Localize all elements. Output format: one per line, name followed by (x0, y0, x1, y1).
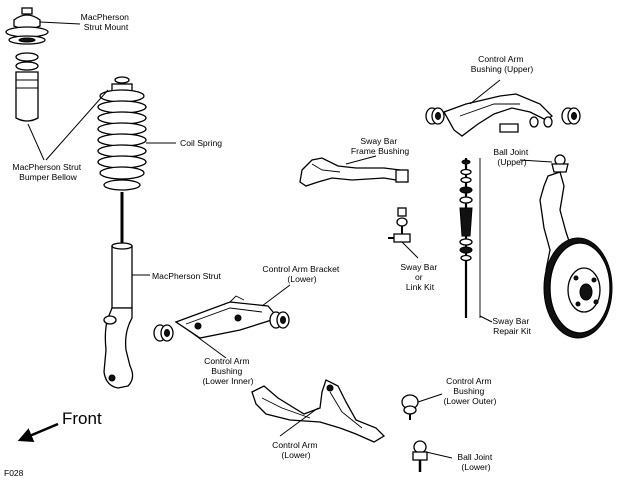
label-bushing-lower-outer: Control Arm Bushing (Lower Outer) (443, 376, 496, 406)
label-repair-kit: Sway Bar Repair Kit (492, 316, 531, 336)
figure-code: F028 (4, 468, 24, 478)
strut-mount (5, 7, 49, 45)
label-macpherson-strut: MacPherson Strut (152, 271, 221, 281)
sway-bar-frame-bushing (299, 157, 409, 187)
label-bumper-bellow: MacPherson Strut Bumper Bellow (12, 162, 83, 182)
label-bushing-upper: Control Arm Bushing (Upper) (471, 54, 534, 74)
label-coil-spring: Coil Spring (180, 138, 222, 148)
ball-joint-upper (551, 154, 569, 173)
control-arm-bushing-lower-outer (401, 394, 419, 420)
label-sway-bar-frame-bushing: Sway Bar Frame Bushing (351, 136, 409, 156)
sway-bar-link-kit (388, 207, 411, 243)
coil-spring (97, 76, 147, 191)
label-ball-joint-lower: Ball Joint (Lower) (457, 452, 494, 472)
labels: MacPherson Strut Mount MacPherson Strut … (4, 12, 533, 478)
front-arrow-icon (17, 422, 59, 443)
steering-knuckle-rotor (539, 171, 613, 339)
control-arm-bracket-lower (174, 295, 280, 339)
control-arm-bushing-upper (425, 107, 581, 128)
ball-joint-lower (412, 440, 428, 472)
label-ball-joint-upper: Ball Joint (Upper) (493, 147, 530, 167)
control-arm-upper (443, 93, 554, 137)
label-link-kit: Sway Bar or Link Kit (400, 262, 439, 292)
label-bushing-lower-inner: Control Arm Bushing (Lower Inner) (202, 356, 253, 386)
macpherson-strut (103, 192, 134, 389)
strut-bumper-bellow (15, 52, 39, 122)
leader-lines (27, 21, 553, 459)
front-label: Front (62, 409, 102, 428)
control-arm-lower (251, 379, 386, 443)
label-strut-mount: MacPherson Strut Mount (81, 12, 132, 32)
label-control-arm-lower: Control Arm (Lower) (272, 440, 320, 460)
sway-bar-repair-kit (459, 158, 481, 318)
control-arm-bushing-lower-inner (153, 311, 290, 342)
label-control-arm-bracket: Control Arm Bracket (Lower) (262, 264, 341, 284)
